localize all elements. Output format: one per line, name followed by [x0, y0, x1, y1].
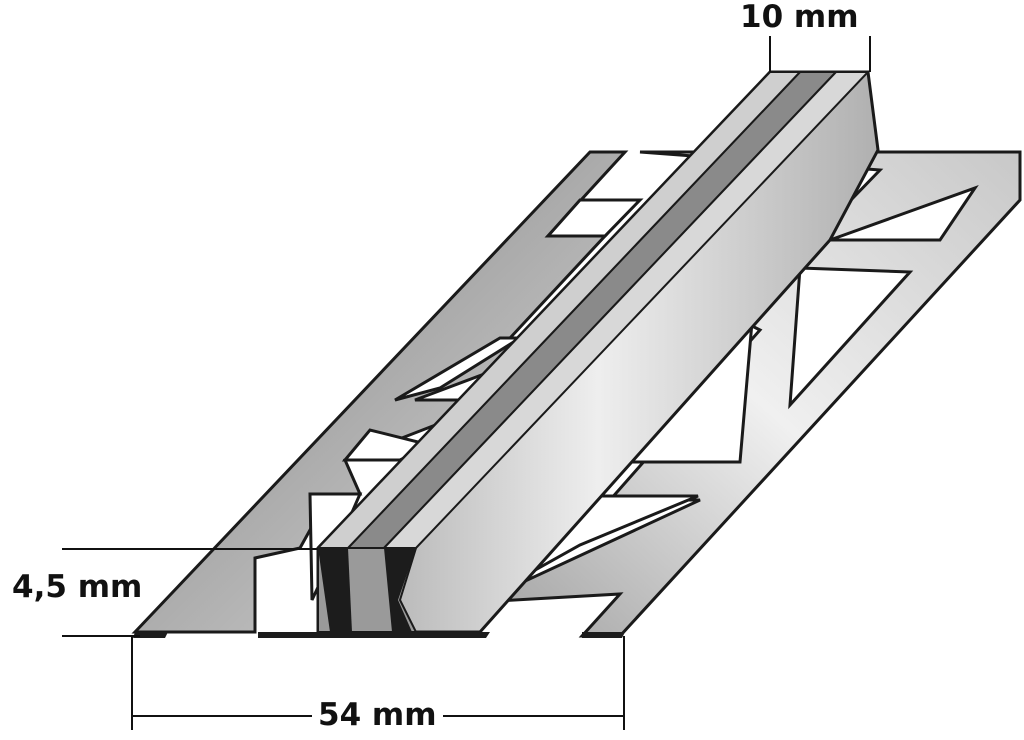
center-joint-body — [258, 70, 880, 638]
dimension-label-height: 4,5 mm — [12, 572, 147, 603]
dimension-label-top-width: 10 mm — [740, 0, 859, 35]
dimension-label-base-width: 54 mm — [312, 700, 443, 731]
